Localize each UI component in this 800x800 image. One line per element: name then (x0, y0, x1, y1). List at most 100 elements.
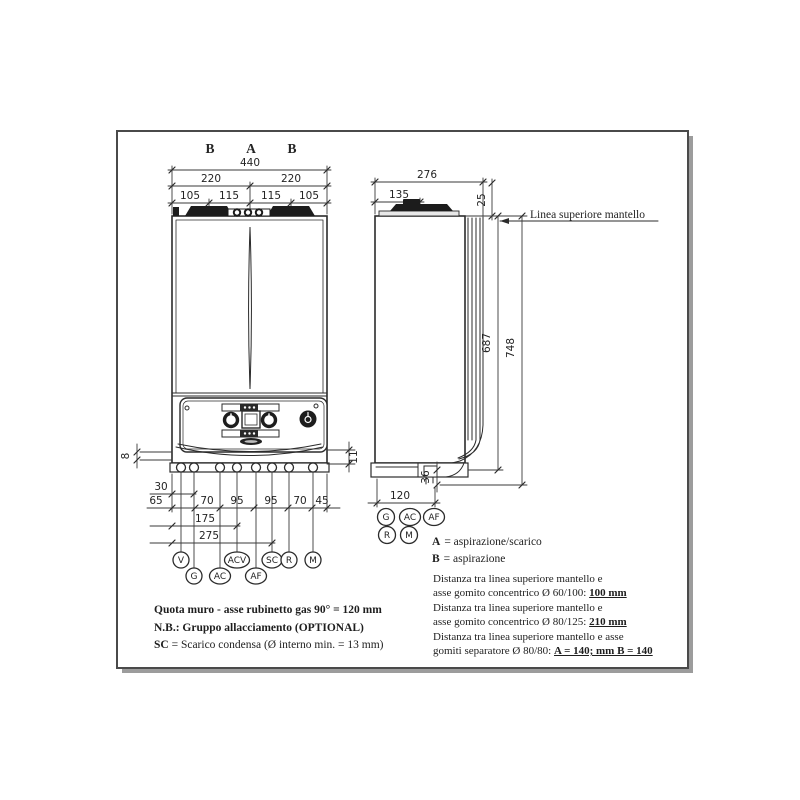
legend-a-key: A (432, 536, 441, 548)
legend-line-a: A= aspirazione/scarico (432, 534, 542, 551)
front-body-inner-lines (175, 219, 324, 394)
dim-top-offset: 25 (476, 193, 488, 206)
front-center-seam (248, 226, 252, 390)
flue-label-b-left: B (205, 141, 214, 156)
front-bottom-plate (169, 462, 330, 473)
dim11-lines (326, 441, 356, 473)
svg-text:V: V (178, 556, 185, 566)
side-height-dim-ticks (433, 212, 526, 489)
legend-a-value: = aspirazione/scarico (444, 536, 542, 548)
side-view: 276 135 25 Linea superiore mantello 687 … (367, 169, 659, 545)
legend-line-b: B= aspirazione (432, 551, 542, 568)
legend-b-value: = aspirazione (443, 553, 506, 565)
dim-quarter-2: 115 (219, 190, 239, 202)
svg-text:AF: AF (428, 513, 439, 523)
pipe-fittings (175, 462, 319, 473)
panel-main-knob (299, 410, 317, 428)
installation-notes: Quota muro - asse rubinetto gas 90° = 12… (154, 602, 444, 655)
badge-side-m: M (399, 525, 419, 545)
flue-cap-right (267, 206, 315, 216)
badge-g: G (185, 567, 203, 585)
front-bottom-dim-lines (146, 493, 341, 544)
side-door-profile (451, 216, 484, 464)
front-flue-caps (173, 206, 315, 217)
dim-row-70r: 70 (293, 495, 306, 507)
side-height-dim-lines (436, 215, 528, 493)
side-connection-badges: G AC AF R M (376, 507, 446, 545)
dim-175: 175 (195, 513, 215, 525)
mantle-label: Linea superiore mantello (530, 209, 645, 221)
svg-text:SC: SC (266, 556, 278, 566)
dim-total-width: 440 (240, 157, 260, 169)
note-line: asse gomito concentrico Ø 80/125: 210 mm (433, 616, 627, 629)
dim-total-height: 748 (505, 338, 517, 358)
svg-text:ACV: ACV (228, 556, 247, 566)
badge-m: M (304, 551, 322, 569)
badge-r: R (280, 551, 298, 569)
dim8-lines (136, 443, 173, 469)
badge-side-ac: AC (398, 507, 422, 527)
dim-quarter-1: 105 (180, 190, 200, 202)
panel-screw-left (184, 405, 190, 411)
note-condensate: SC = Scarico condensa (Ø interno min. = … (154, 639, 384, 651)
dim-quarter-3: 115 (261, 190, 281, 202)
dim-row-70l: 70 (200, 495, 213, 507)
mantle-arrowhead (500, 218, 509, 224)
door-bottom-curves (175, 443, 324, 456)
badge-side-g: G (376, 507, 396, 527)
dim-half-left: 220 (201, 173, 221, 185)
connection-leader-lines (171, 471, 328, 569)
note-line: Distanza tra linea superiore mantello e (433, 601, 603, 614)
note-line: asse gomito concentrico Ø 60/100: 100 mm (433, 587, 627, 600)
side-plate-details (375, 462, 465, 485)
dim-275: 275 (199, 530, 219, 542)
front-bottom-dim-ticks (168, 490, 331, 547)
svg-text:AF: AF (250, 572, 261, 582)
svg-text:R: R (384, 531, 390, 541)
note-line: Distanza tra linea superiore mantello e (433, 573, 603, 585)
dim-row-95l: 95 (230, 495, 243, 507)
badge-ac: AC (208, 567, 232, 585)
dim-gap-right: 11 (348, 450, 360, 463)
dim-row-95r: 95 (264, 495, 277, 507)
dim-gas-offset: 120 (390, 490, 410, 502)
front-connection-badges: V G AC ACV AF SC R M (172, 551, 322, 585)
front-top-dim-ticks (168, 166, 331, 207)
dim-mantle-height: 687 (481, 333, 493, 353)
boiler-side-body (374, 215, 466, 464)
control-panel (171, 392, 328, 453)
dim-30: 30 (154, 481, 167, 493)
badge-side-af: AF (422, 507, 446, 527)
badge-af: AF (244, 567, 268, 585)
svg-text:R: R (286, 556, 292, 566)
note-line: gomiti separatore Ø 80/80: A = 140; mm B… (433, 645, 653, 658)
legend-b-key: B (432, 553, 440, 565)
svg-text:AC: AC (214, 572, 226, 582)
svg-text:G: G (383, 513, 390, 523)
svg-text:G: G (191, 572, 198, 582)
dim-half-right: 220 (281, 173, 301, 185)
svg-text:M: M (405, 531, 413, 541)
dim-quarter-4: 105 (299, 190, 319, 202)
dim-row-45: 45 (315, 495, 328, 507)
dim-row-65: 65 (149, 495, 162, 507)
dim-gap-left: 8 (120, 453, 132, 460)
side-flue-cap (378, 199, 460, 217)
note-line: Distanza tra linea superiore mantello e … (433, 630, 624, 643)
flue-label-a: A (246, 141, 256, 156)
note-gas-quota: Quota muro - asse rubinetto gas 90° = 12… (154, 604, 382, 616)
front-view: B A B 440 220 220 105 115 115 105 (120, 141, 360, 585)
svg-text:M: M (309, 556, 317, 566)
flue-label-b-right: B (287, 141, 296, 156)
distance-notes: Distanza tra linea superiore mantello e … (433, 572, 689, 658)
flue-legend: A= aspirazione/scarico B= aspirazione (432, 534, 542, 568)
badge-acv: ACV (223, 551, 251, 569)
svg-text:AC: AC (404, 513, 416, 523)
dim-bottom-offset: 36 (420, 470, 432, 484)
badge-side-r: R (377, 525, 397, 545)
badge-v: V (172, 551, 190, 569)
badge-sc: SC (261, 551, 283, 569)
note-optional-group: N.B.: Gruppo allacciamento (OPTIONAL) (154, 621, 364, 634)
dim-depth: 276 (417, 169, 437, 181)
